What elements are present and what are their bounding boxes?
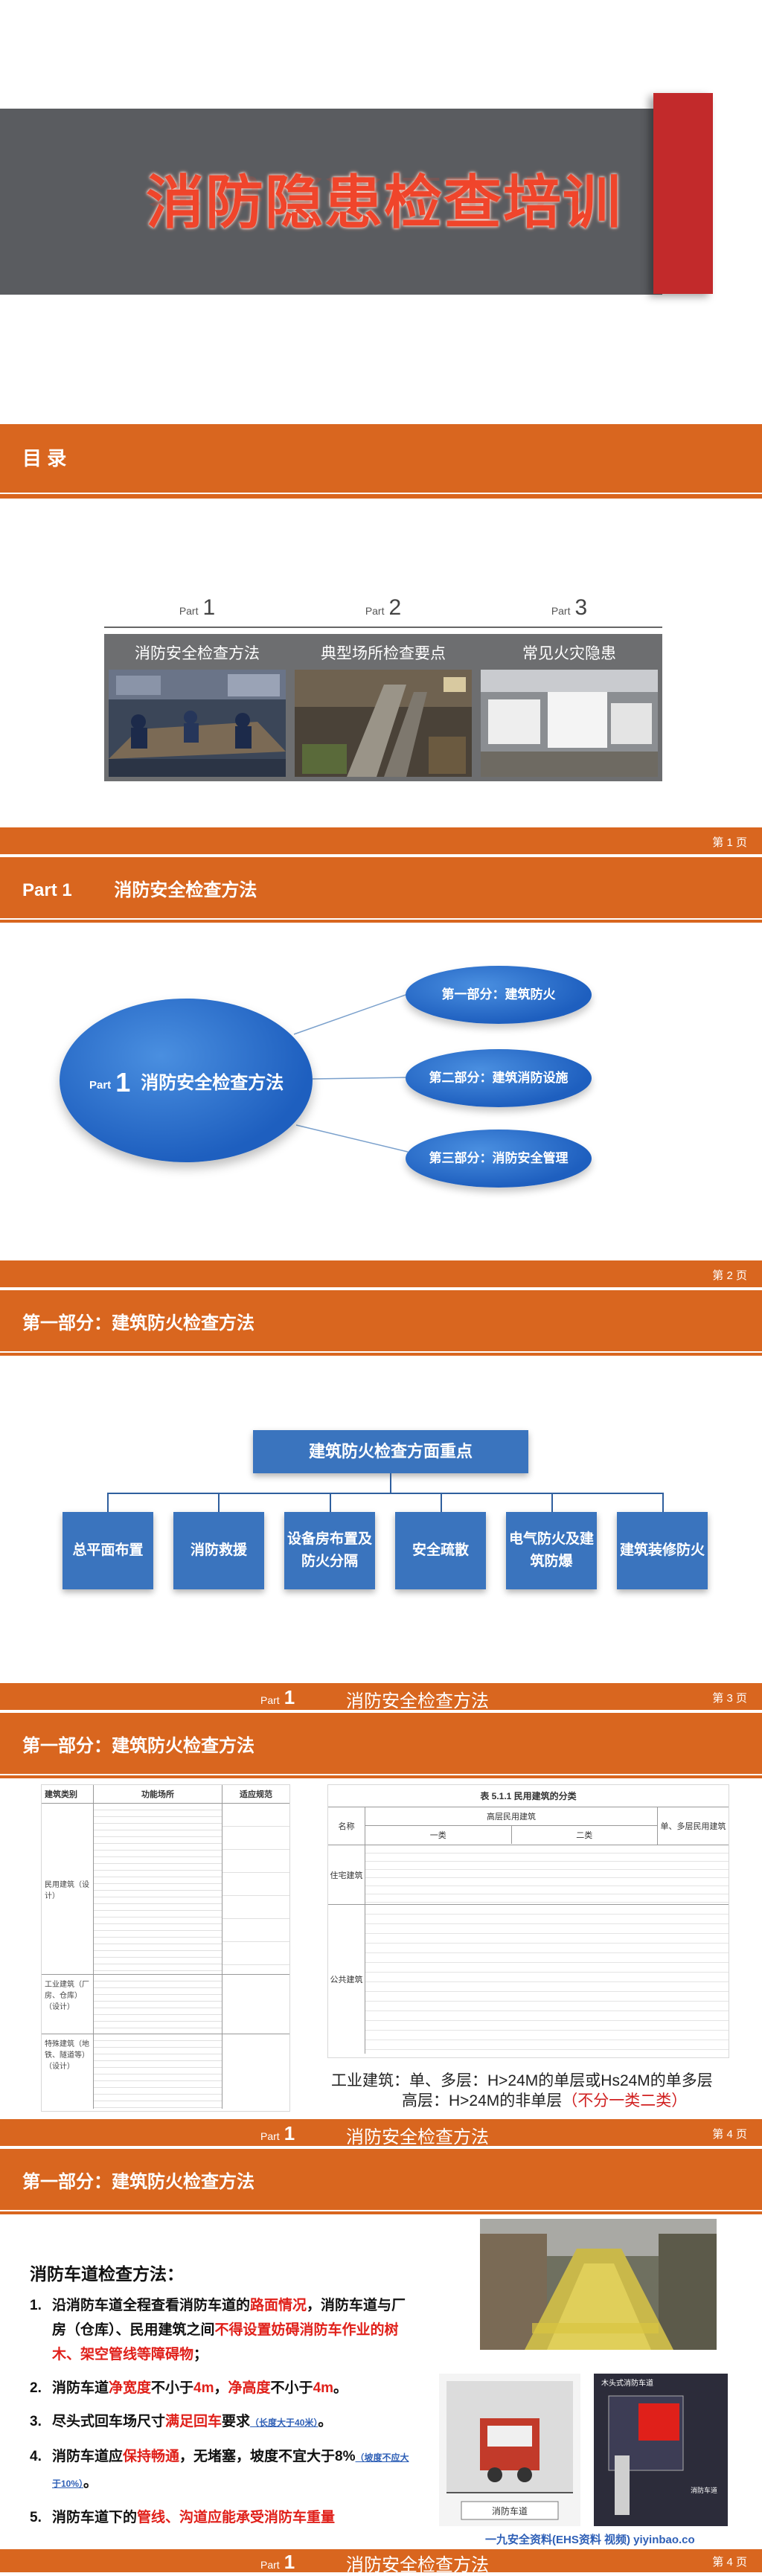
fire-lane-section-diagram: 消防车道 (439, 2374, 580, 2526)
branch-fire-facilities[interactable]: 第二部分：建筑消防设施 (406, 1049, 592, 1107)
slide3-header-bar: 第一部分：建筑防火检查方法 (0, 1290, 762, 1356)
tree-root: 建筑防火检查方面重点 (253, 1430, 528, 1473)
page-number: 第 4 页 (712, 2556, 747, 2569)
page-number: 第 3 页 (712, 1692, 747, 1705)
svg-text:木头式消防车道: 木头式消防车道 (601, 2378, 653, 2388)
main-title-reflection: 消防隐患检查培训 (146, 172, 623, 209)
leaf-decoration-fire[interactable]: 建筑装修防火 (617, 1512, 708, 1589)
slide1-footer-bar: 第 1 页 (0, 827, 762, 854)
watermark-text: 一九安全资料(EHS资料 视频) yiyinbao.co (485, 2534, 695, 2546)
slide2-footer-bar: 第 2 页 (0, 1260, 762, 1287)
svg-text:消防车道: 消防车道 (691, 2486, 717, 2495)
civil-building-classification-table: 表 5.1.1 民用建筑的分类 名称 高层民用建筑 一类 二类 单、多层民用建筑… (327, 1784, 729, 2058)
method-title: 消防车道检查方法： (30, 2264, 184, 2284)
footer-section: 消防安全检查方法 (346, 1691, 489, 1711)
page-number: 第 1 页 (712, 836, 747, 849)
contents-header-bar: 目 录 (0, 424, 762, 499)
method-list: 1.沿消防车道全程查看消防车道的路面情况，消防车道与厂房（仓库）、民用建筑之间不… (30, 2293, 409, 2539)
highrise-caption: 高层：H>24M的非单层（不分一类二类） (402, 2092, 688, 2109)
dead-end-lane-diagram: 木头式消防车道 消防车道 (594, 2374, 728, 2526)
header-part-label: Part 1 (22, 880, 72, 900)
leaf-evacuation[interactable]: 安全疏散 (395, 1512, 486, 1589)
method-item: 4.消防车道应保持畅通，无堵塞，坡度不宜大于8%（坡度不应大于10%）。 (30, 2449, 409, 2490)
escalator-mall-photo (295, 670, 472, 777)
part-3-label: 常见火灾隐患 (522, 645, 616, 662)
method-item: 2.消防车道净宽度不小于4m，净高度不小于4m。 (30, 2380, 348, 2396)
main-title: 消防隐患检查培训 (146, 170, 623, 235)
leaf-site-layout[interactable]: 总平面布置 (63, 1512, 153, 1589)
header-section-title: 消防安全检查方法 (114, 880, 257, 900)
branch-building-fire[interactable]: 第一部分：建筑防火 (406, 966, 592, 1024)
slide4-title: 第一部分：建筑防火检查方法 (22, 1736, 254, 1756)
slide5-header-bar: 第一部分：建筑防火检查方法 (0, 2149, 762, 2214)
branch-safety-management[interactable]: 第三部分：消防安全管理 (406, 1130, 592, 1188)
slide4-header-bar: 第一部分：建筑防火检查方法 (0, 1713, 762, 1778)
meeting-room-photo (109, 670, 286, 777)
warehouse-boxes-photo (481, 670, 658, 777)
leaf-electrical-explosion[interactable]: 电气防火及建筑防爆 (506, 1512, 597, 1589)
part-2-label: 典型场所检查要点 (321, 645, 446, 662)
slide-cover: 消防隐患检查培训 消防隐患检查培训 (0, 0, 762, 417)
page-number: 第 4 页 (712, 2128, 747, 2141)
svg-text:消防车道: 消防车道 (492, 2505, 528, 2516)
fire-lane-photo (480, 2219, 717, 2350)
leaf-equipment-room[interactable]: 设备房布置及防火分隔 (284, 1512, 375, 1589)
method-item: 5.消防车道下的管线、沟道应能承受消防车重量 (30, 2510, 336, 2525)
title-band (0, 109, 662, 295)
part1-header-bar: Part 1 消防安全检查方法 (0, 857, 762, 923)
connector-lines (293, 993, 409, 1153)
slide5-title: 第一部分：建筑防火检查方法 (22, 2172, 254, 2192)
part-1-label: 消防安全检查方法 (135, 645, 260, 662)
red-accent-block (653, 93, 713, 294)
contents-title: 目 录 (22, 447, 67, 470)
method-item: 3.尽头式回车场尺寸满足回车要求（长度大于40米）。 (30, 2414, 333, 2429)
leaf-fire-rescue[interactable]: 消防救援 (173, 1512, 264, 1589)
footer-section: 消防安全检查方法 (346, 2127, 489, 2147)
slide3-title: 第一部分：建筑防火检查方法 (22, 1313, 254, 1333)
page-number: 第 2 页 (712, 1269, 747, 1282)
industrial-building-caption: 工业建筑：单、多层：H>24M的单层或Hs24M的单多层 (331, 2072, 713, 2089)
building-category-table: 建筑类别 功能场所 适应规范 民用建筑（设计） 工业建筑（厂房、仓库）（设计） … (41, 1784, 290, 2112)
method-item: 1.沿消防车道全程查看消防车道的路面情况，消防车道与厂房（仓库）、民用建筑之间不… (30, 2298, 406, 2362)
